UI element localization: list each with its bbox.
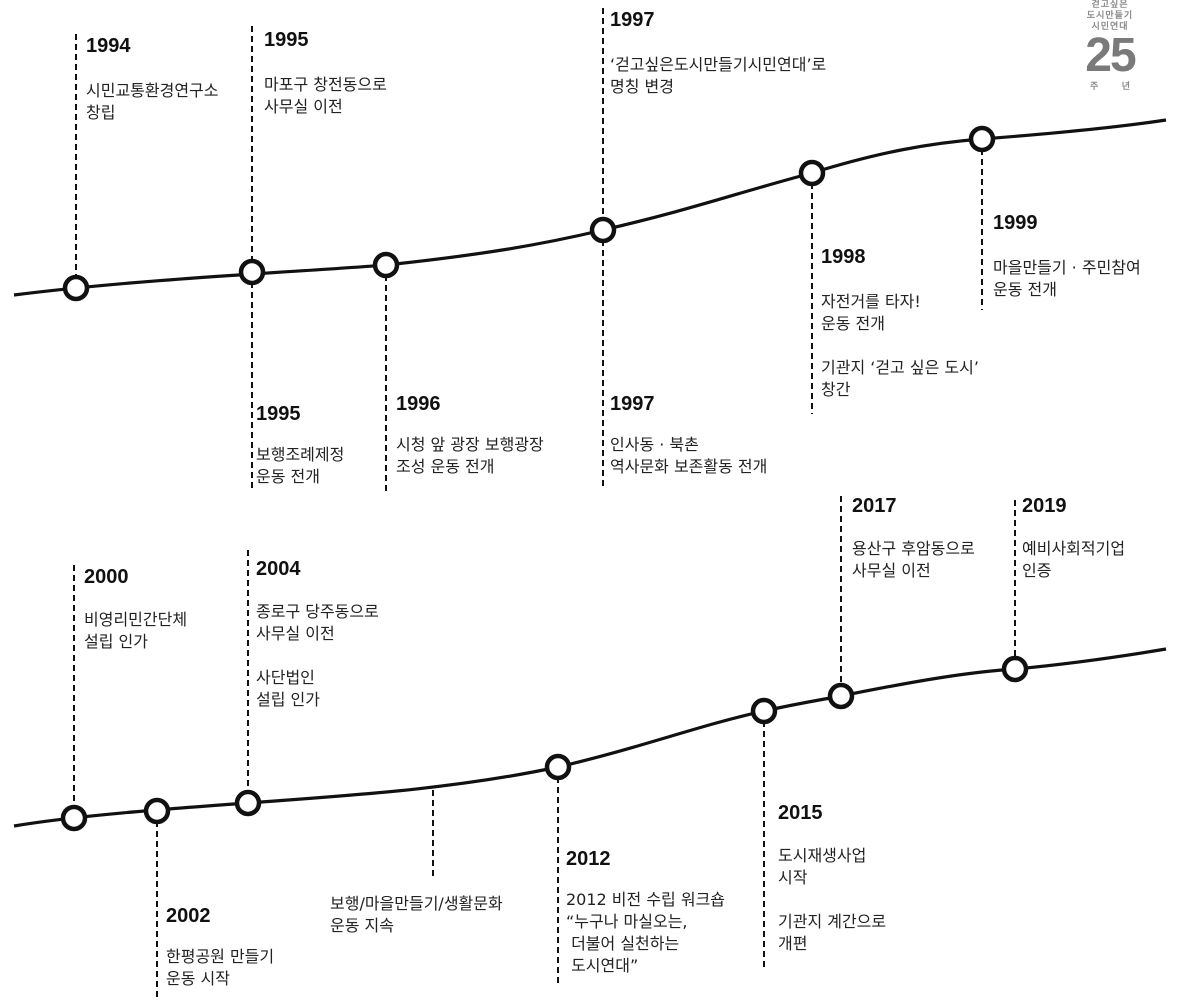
event-text: 시작 [778, 868, 808, 887]
timeline-node [798, 159, 826, 187]
event-continuing: 보행/마을만들기/생활문화 운동 지속 [330, 893, 503, 937]
event-year: 1996 [396, 393, 441, 415]
event-year: 1998 [821, 246, 866, 268]
event-text: 사단법인 [256, 668, 315, 687]
logo-suffix: 주 년 [1080, 79, 1140, 92]
event-2012: 2012 2012 비전 수립 워크숍 “누구나 마실오는, 더불어 실천하는 … [566, 847, 725, 977]
timeline-node [60, 804, 88, 832]
event-2019: 2019 예비사회적기업 인증 [1022, 494, 1125, 582]
event-1998: 1998 자전거를 타자! 운동 전개 기관지 ‘걷고 싶은 도시’ 창간 [821, 245, 979, 401]
event-year: 1995 [264, 29, 309, 51]
event-1994: 1994 시민교통환경연구소 창립 [86, 34, 218, 124]
timeline-node [589, 216, 617, 244]
event-2000: 2000 비영리민간단체 설립 인가 [84, 565, 187, 653]
event-text: 인증 [1022, 561, 1052, 580]
event-text: 운동 전개 [256, 467, 320, 486]
event-text: 2012 비전 수립 워크숍 [566, 890, 726, 909]
event-text: 운동 지속 [330, 916, 394, 935]
event-text: 보행조례제정 [256, 445, 345, 464]
timeline-node [968, 125, 996, 153]
event-text: 한평공원 만들기 [166, 947, 275, 966]
event-year: 2019 [1022, 495, 1067, 517]
event-year: 2004 [256, 558, 301, 580]
event-2015: 2015 도시재생사업 시작 기관지 계간으로 개편 [778, 801, 886, 955]
event-text: 사무실 이전 [852, 561, 931, 580]
event-text: 마을만들기 · 주민참여 [993, 258, 1141, 277]
event-year: 1997 [610, 9, 655, 31]
event-text: 도시연대” [566, 956, 639, 975]
timeline-node [62, 274, 90, 302]
event-text: 사무실 이전 [256, 624, 335, 643]
event-1995-ordinance: 1995 보행조례제정 운동 전개 [256, 402, 344, 488]
event-text: “누구나 마실오는, [566, 912, 688, 931]
event-text: 창립 [86, 103, 116, 122]
timeline-node [827, 682, 855, 710]
logo-line-2: 도시만들기 [1086, 11, 1134, 21]
event-text: 설립 인가 [256, 690, 320, 709]
event-year: 2000 [84, 566, 129, 588]
event-text: 보행/마을만들기/생활문화 [330, 894, 503, 913]
event-1996: 1996 시청 앞 광장 보행광장 조성 운동 전개 [396, 392, 544, 478]
event-text: 운동 전개 [821, 314, 885, 333]
logo-line-1: 걷고싶은 [1091, 0, 1129, 10]
event-text: 용산구 후암동으로 [852, 539, 975, 558]
event-2002: 2002 한평공원 만들기 운동 시작 [166, 904, 274, 990]
event-text: 자전거를 타자! [821, 292, 921, 311]
event-text: 시청 앞 광장 보행광장 [396, 435, 544, 454]
event-text: 개편 [778, 934, 808, 953]
logo-suffix-right: 년 [1121, 82, 1130, 92]
event-text: 예비사회적기업 [1022, 539, 1126, 558]
event-text: 운동 전개 [993, 280, 1057, 299]
logo-suffix-left: 주 [1090, 82, 1099, 92]
event-year: 2012 [566, 848, 611, 870]
event-text: 사무실 이전 [264, 97, 343, 116]
event-year: 1999 [993, 212, 1038, 234]
event-text: ‘걷고싶은도시만들기시민연대’로 [610, 55, 827, 74]
timeline-node [544, 753, 572, 781]
timeline-node [372, 251, 400, 279]
event-year: 1995 [256, 403, 301, 425]
event-text: 기관지 계간으로 [778, 912, 887, 931]
event-text: 설립 인가 [84, 632, 148, 651]
logo-line-3: 시민연대 [1091, 22, 1129, 32]
event-year: 2015 [778, 802, 823, 824]
event-text: 종로구 당주동으로 [256, 602, 379, 621]
event-year: 1994 [86, 35, 131, 57]
event-text: 더불어 실천하는 [566, 934, 680, 953]
event-1999: 1999 마을만들기 · 주민참여 운동 전개 [993, 211, 1141, 301]
event-1997-rename: 1997 ‘걷고싶은도시만들기시민연대’로 명칭 변경 [610, 8, 826, 98]
event-text: 역사문화 보존활동 전개 [610, 457, 768, 476]
timeline-node [750, 697, 778, 725]
event-text: 조성 운동 전개 [396, 457, 495, 476]
timeline-node [234, 789, 262, 817]
event-year: 1997 [610, 393, 655, 415]
event-text: 비영리민간단체 [84, 610, 188, 629]
event-text: 기관지 ‘걷고 싶은 도시’ [821, 358, 979, 377]
event-text: 시민교통환경연구소 [86, 81, 219, 100]
event-text: 명칭 변경 [610, 77, 674, 96]
timeline-curve-bottom [13, 647, 1167, 828]
event-1995-office: 1995 마포구 창전동으로 사무실 이전 [264, 28, 387, 118]
event-2017: 2017 용산구 후암동으로 사무실 이전 [852, 494, 975, 582]
logo-number: 25 [1085, 29, 1136, 82]
event-year: 2002 [166, 905, 211, 927]
event-text: 창간 [821, 380, 851, 399]
event-1997-insadong: 1997 인사동 · 북촌 역사문화 보존활동 전개 [610, 392, 767, 478]
timeline-node [1001, 655, 1029, 683]
timeline-node [238, 258, 266, 286]
anniversary-logo: 걷고싶은 도시만들기 시민연대 25 주 년 [1080, 0, 1140, 92]
event-text: 인사동 · 북촌 [610, 435, 699, 454]
timeline-node [143, 797, 171, 825]
event-year: 2017 [852, 495, 897, 517]
event-2004: 2004 종로구 당주동으로 사무실 이전 사단법인 설립 인가 [256, 557, 379, 711]
event-text: 도시재생사업 [778, 846, 867, 865]
event-text: 마포구 창전동으로 [264, 75, 387, 94]
event-text: 운동 시작 [166, 969, 230, 988]
